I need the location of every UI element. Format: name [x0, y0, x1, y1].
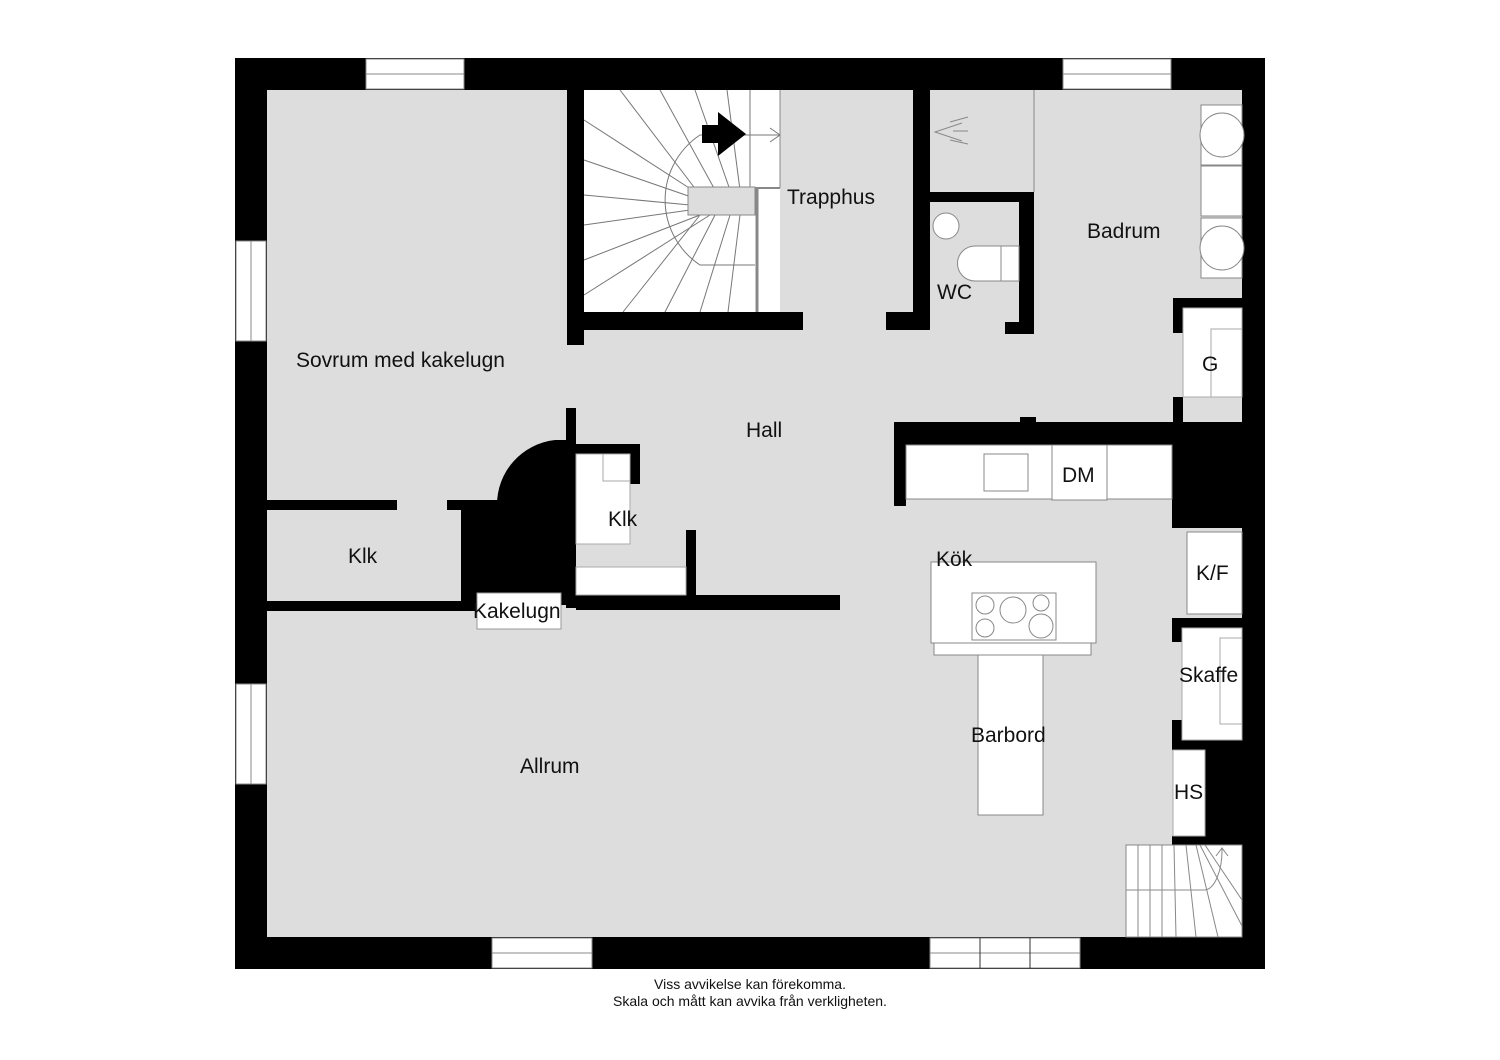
small-staircase: [1125, 844, 1243, 938]
room-label-kakelugn: Kakelugn: [473, 600, 561, 623]
room-label-barbord: Barbord: [971, 724, 1046, 747]
room-label-dm: DM: [1062, 464, 1095, 487]
interior-walls: [267, 90, 1243, 846]
room-label-trapphus: Trapphus: [787, 186, 875, 209]
room-label-skaffe: Skaffe: [1179, 664, 1239, 687]
room-label-klk-left: Klk: [348, 545, 378, 568]
room-label-hall: Hall: [746, 419, 783, 442]
room-label-hs: HS: [1174, 781, 1204, 804]
disclaimer-line-2: Skala och mått kan avvika från verklighe…: [613, 993, 887, 1009]
windows: [235, 58, 1172, 969]
sink-icon: [1199, 104, 1245, 279]
disclaimer-line-1: Viss avvikelse kan förekomma.: [654, 976, 846, 992]
shower-icon: [933, 116, 969, 145]
stair-up-arrow-icon: [1204, 847, 1223, 891]
room-label-sovrum: Sovrum med kakelugn: [296, 349, 505, 372]
room-label-kf: K/F: [1196, 562, 1229, 585]
room-label-wc: WC: [937, 281, 972, 304]
toilet-icon: [932, 212, 1020, 282]
closet-shelves: [575, 307, 1243, 837]
kitchen-fixtures: [905, 444, 1173, 816]
room-label-klk-center: Klk: [608, 508, 638, 531]
bathroom-fixtures: [932, 90, 1245, 282]
staircase: [583, 89, 781, 313]
room-label-kok: Kök: [936, 548, 973, 571]
room-label-g: G: [1202, 353, 1219, 376]
room-label-allrum: Allrum: [520, 755, 580, 778]
stair-arrow-icon: [702, 112, 746, 156]
kakelugn-fixture: [476, 592, 562, 630]
room-label-badrum: Badrum: [1087, 220, 1161, 243]
